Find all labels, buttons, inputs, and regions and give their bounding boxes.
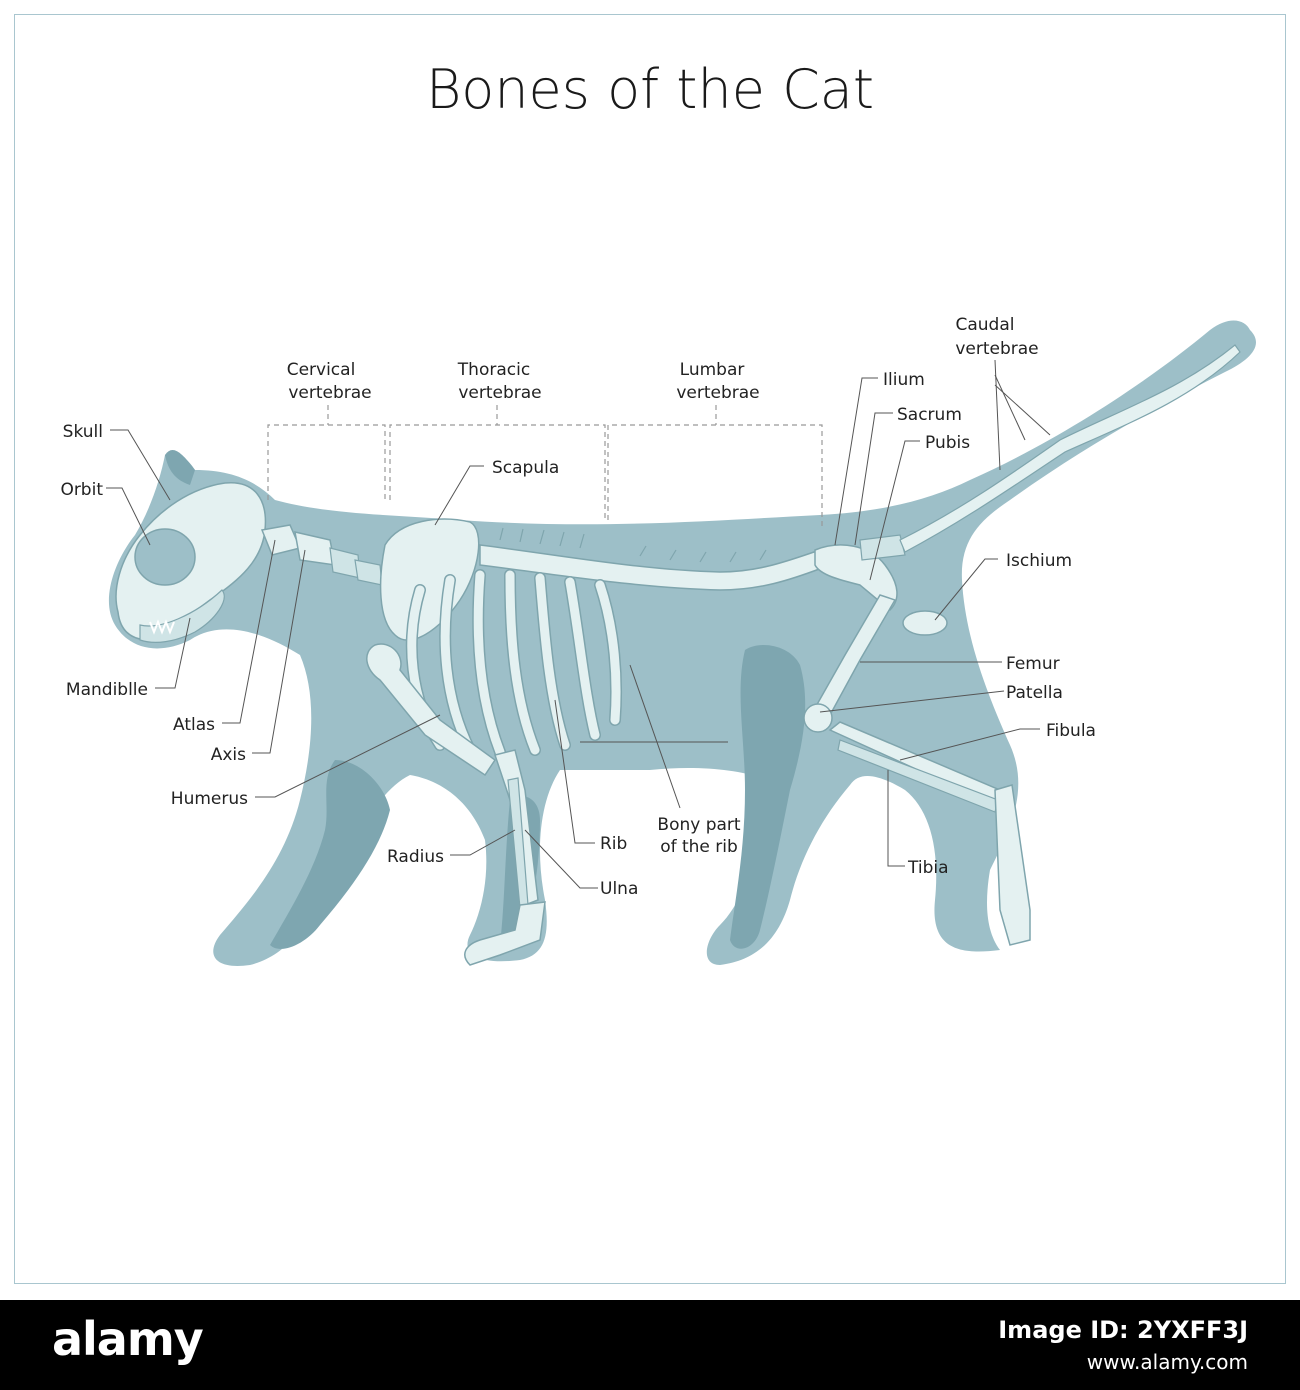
label-lumbar-2: vertebrae xyxy=(676,383,759,403)
label-ischium: Ischium xyxy=(1006,551,1072,571)
label-atlas: Atlas xyxy=(173,715,215,735)
label-radius: Radius xyxy=(387,847,444,867)
label-patella: Patella xyxy=(1006,683,1063,703)
label-fibula: Fibula xyxy=(1046,721,1096,741)
caudal-vertebrae-bones xyxy=(899,344,1241,553)
rib-cage xyxy=(405,569,623,758)
alamy-logo: alamy xyxy=(52,1312,204,1366)
label-ulna: Ulna xyxy=(600,879,638,899)
vertebra-brackets xyxy=(267,405,823,530)
image-id: Image ID: 2YXFF3J xyxy=(998,1316,1248,1344)
orbit-bone xyxy=(134,528,196,586)
diagram-frame xyxy=(14,14,1286,1284)
cervical-vertebrae-bones xyxy=(260,524,383,586)
watermark-footer: alamy Image ID: 2YXFF3J www.alamy.com xyxy=(0,1300,1300,1390)
label-femur: Femur xyxy=(1006,654,1060,674)
label-cervical-2: vertebrae xyxy=(288,383,371,403)
pelvis-bones xyxy=(814,534,948,636)
labels: Skull Orbit Mandiblle Atlas Axis Humerus… xyxy=(60,315,1096,899)
label-humerus: Humerus xyxy=(171,789,248,809)
label-tibia: Tibia xyxy=(907,858,949,878)
leader-lines xyxy=(106,359,1051,889)
label-caudal-1: Caudal xyxy=(956,315,1015,335)
scapula-bone xyxy=(379,518,480,641)
foreleg-bones xyxy=(366,643,546,966)
label-bony-part-1: Bony part xyxy=(657,815,741,835)
label-cervical-1: Cervical xyxy=(287,360,356,380)
page-title: Bones of the Cat xyxy=(425,58,875,121)
cat-skeleton-diagram: Skull Orbit Mandiblle Atlas Axis Humerus… xyxy=(60,315,1256,966)
hindleg-bones xyxy=(803,594,1031,946)
label-orbit: Orbit xyxy=(60,480,103,500)
label-thoracic-1: Thoracic xyxy=(457,360,530,380)
label-bony-part-2: of the rib xyxy=(660,837,738,857)
label-sacrum: Sacrum xyxy=(897,405,962,425)
label-scapula: Scapula xyxy=(492,458,559,478)
site-url: www.alamy.com xyxy=(1086,1350,1248,1374)
label-thoracic-2: vertebrae xyxy=(458,383,541,403)
label-axis: Axis xyxy=(211,745,246,765)
label-rib: Rib xyxy=(600,834,627,854)
label-ilium: Ilium xyxy=(883,370,925,390)
label-mandible: Mandiblle xyxy=(66,680,148,700)
label-lumbar-1: Lumbar xyxy=(680,360,745,380)
skeleton xyxy=(115,344,1241,966)
cat-silhouette xyxy=(108,320,1256,966)
label-skull: Skull xyxy=(63,422,103,442)
label-pubis: Pubis xyxy=(925,433,970,453)
label-caudal-2: vertebrae xyxy=(955,339,1038,359)
